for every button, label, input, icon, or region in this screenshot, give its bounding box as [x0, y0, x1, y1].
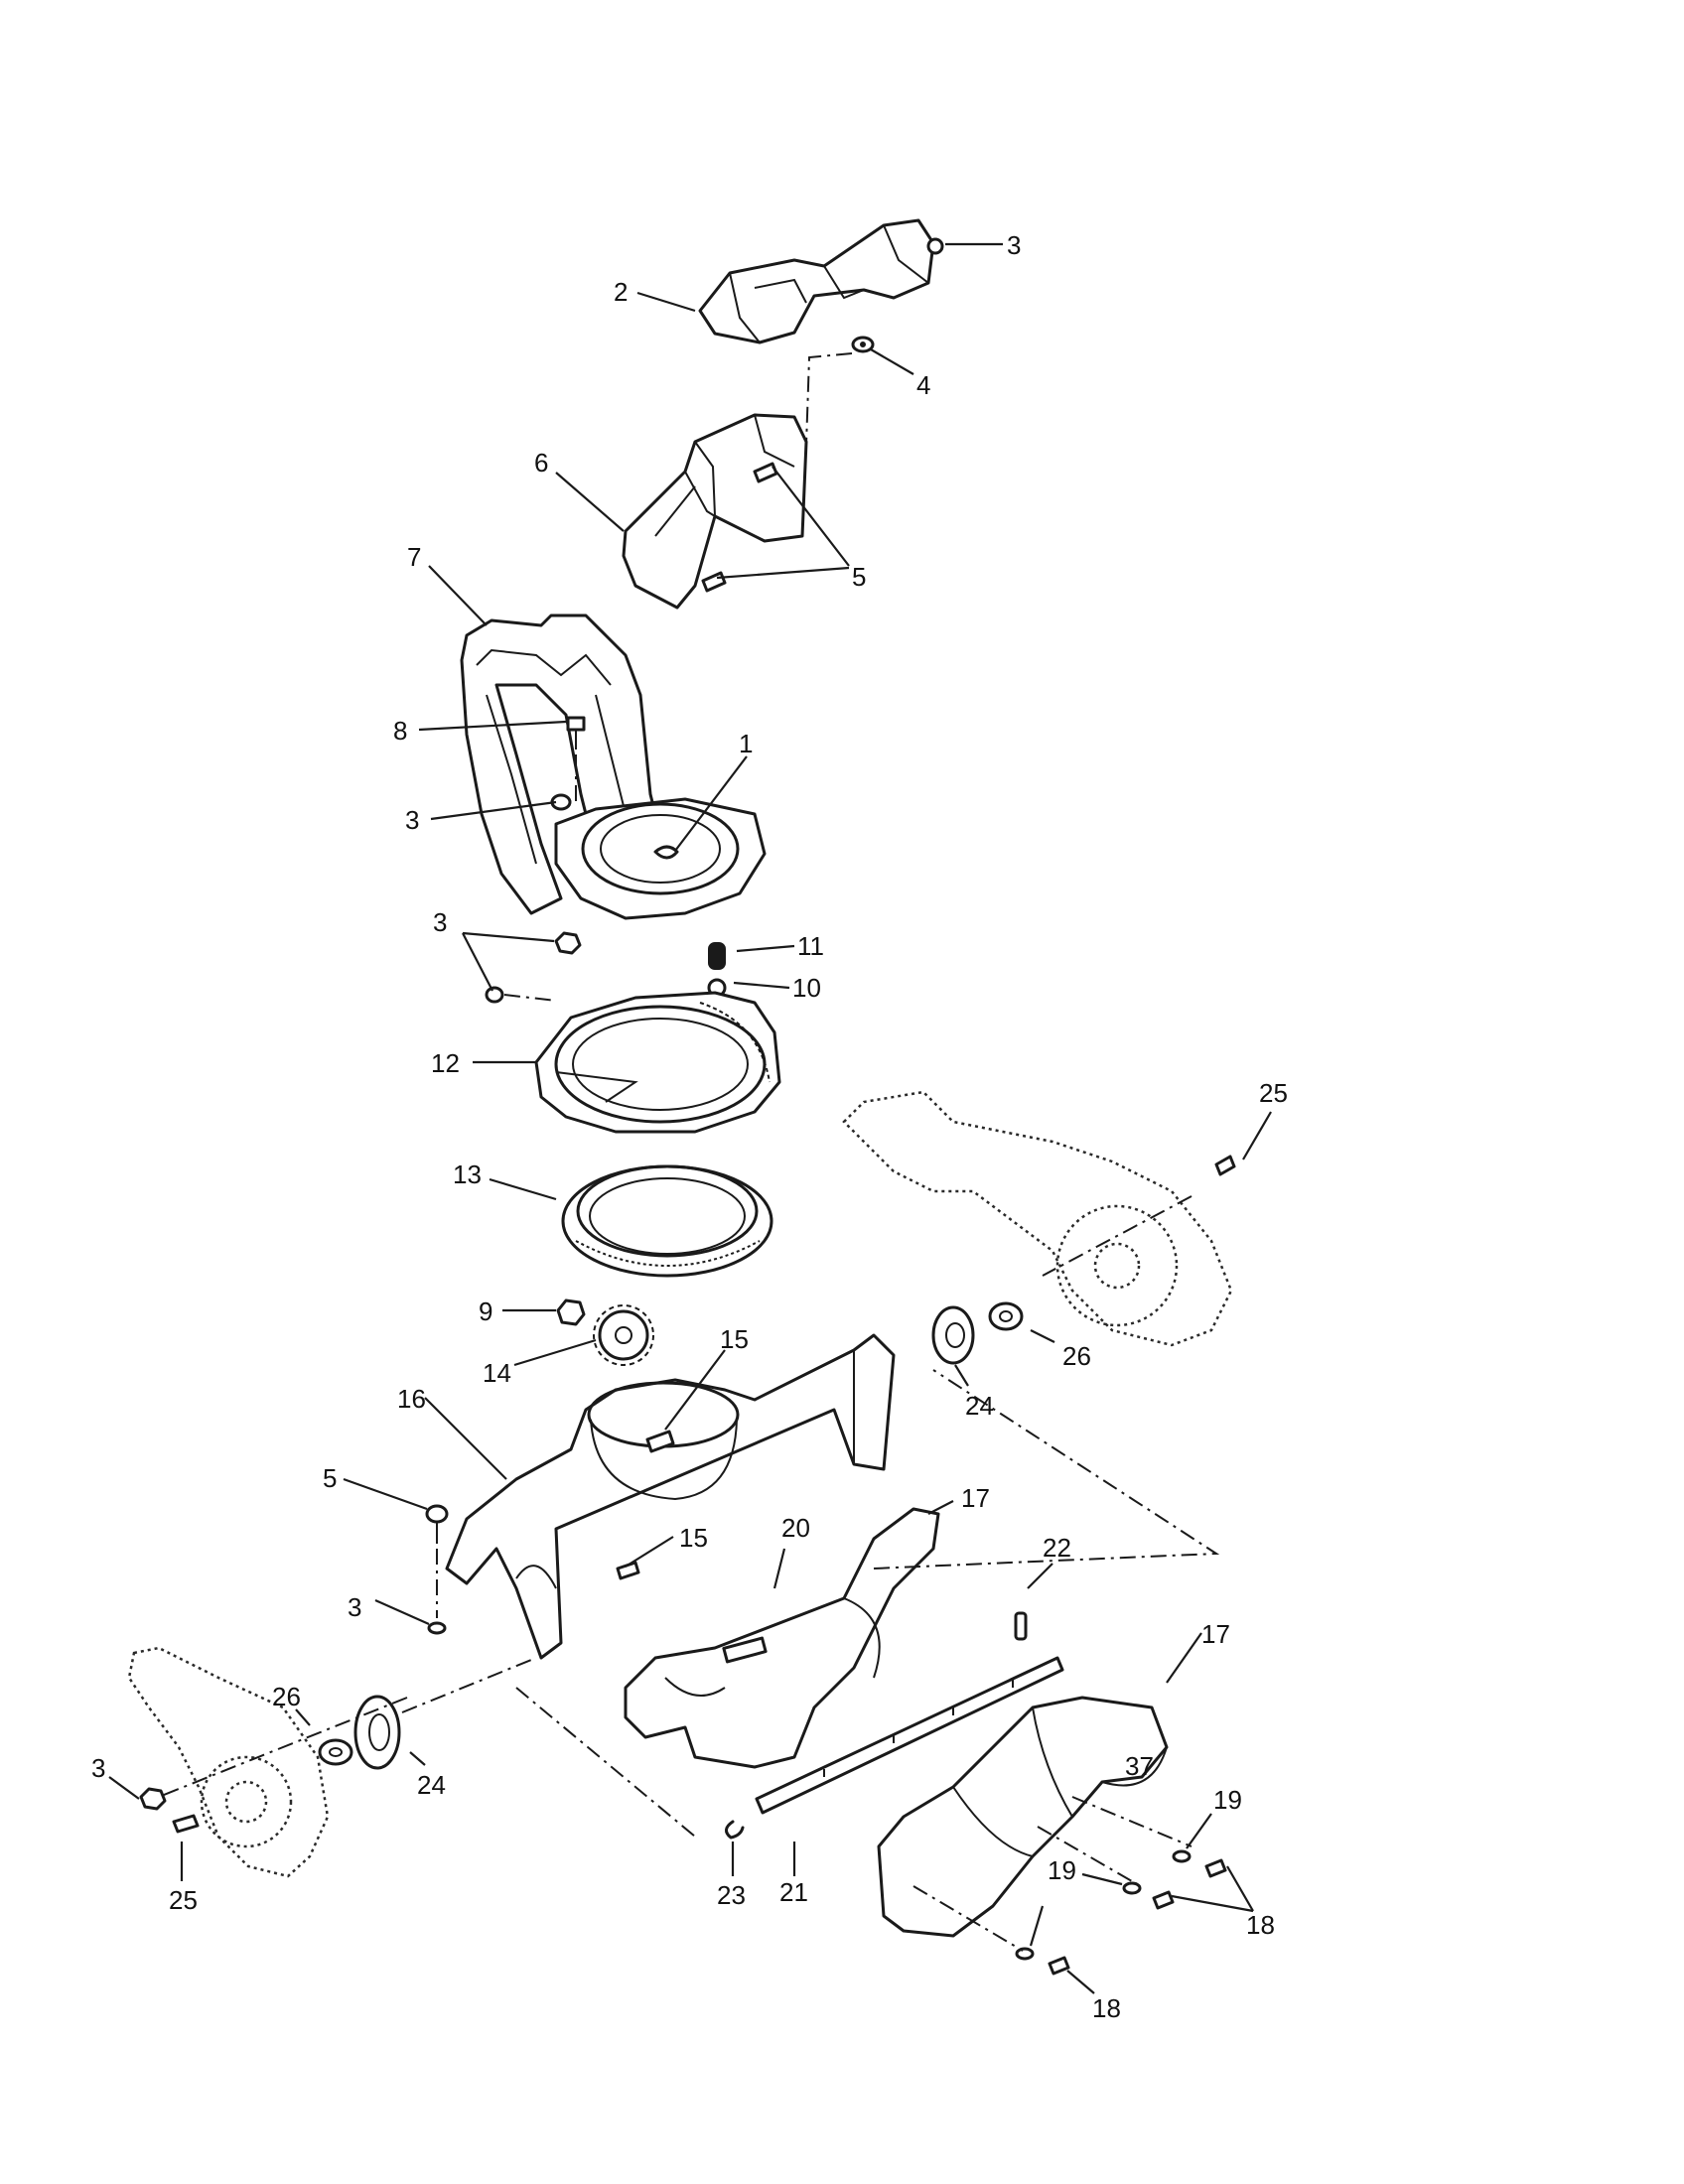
bolt-part	[1152, 1890, 1175, 1910]
callout-25: 25	[169, 1885, 198, 1915]
washer-part	[851, 336, 875, 353]
nut-part	[554, 931, 582, 955]
callout-4: 4	[916, 370, 930, 400]
bolt-part	[172, 1814, 200, 1834]
callout-17: 17	[961, 1483, 990, 1513]
auger-flight-part	[877, 1696, 1169, 1938]
callout-19: 19	[1048, 1855, 1076, 1885]
nut-part	[556, 1298, 586, 1326]
callout-5: 5	[323, 1463, 337, 1493]
bearing-part	[988, 1301, 1024, 1331]
callout-21: 21	[779, 1877, 808, 1907]
pin-part	[722, 1636, 768, 1664]
nut-part	[485, 986, 504, 1004]
spring-part	[708, 942, 726, 970]
callout-6: 6	[534, 448, 548, 478]
washer-part	[1122, 1881, 1142, 1895]
callout-18: 18	[1092, 1993, 1121, 2023]
callout-37: 37	[1125, 1751, 1154, 1781]
screw-part	[753, 462, 778, 483]
bearing-part	[318, 1738, 353, 1766]
chute-base-part	[554, 797, 767, 920]
callout-26: 26	[272, 1682, 301, 1711]
bearing-housing-part	[931, 1305, 975, 1365]
callout-8: 8	[393, 716, 407, 746]
callout-18: 18	[1246, 1910, 1275, 1940]
bolt-part	[1214, 1155, 1236, 1176]
callout-2: 2	[614, 277, 628, 307]
upper-chute-part	[622, 413, 808, 610]
washer-part	[427, 1621, 447, 1635]
callout-3: 3	[348, 1592, 361, 1622]
retaining-ring-part	[725, 1820, 745, 1840]
washer-part	[1015, 1947, 1035, 1961]
screw-part	[701, 571, 727, 593]
bolt-part	[1204, 1858, 1227, 1878]
chute-rotation-ring-part	[534, 991, 781, 1134]
washer-part	[1172, 1849, 1192, 1863]
callout-11: 11	[797, 931, 824, 961]
nut-part	[139, 1787, 167, 1811]
nut-part	[926, 237, 944, 255]
auger-shaft-part	[755, 1656, 1064, 1815]
callout-13: 13	[453, 1160, 482, 1189]
leader-lines	[108, 242, 1272, 1994]
callout-9: 9	[479, 1297, 492, 1326]
bolt-part	[425, 1504, 449, 1544]
bolt-part	[566, 716, 586, 750]
callout-16: 16	[397, 1384, 426, 1414]
assembly-centerlines	[158, 352, 1220, 1952]
chute-deflector-part	[698, 218, 935, 344]
callout-17: 17	[1201, 1619, 1230, 1649]
callout-5: 5	[852, 562, 866, 592]
callout-19: 19	[1213, 1785, 1242, 1815]
bolt-part	[1048, 1956, 1070, 1976]
callout-22: 22	[1043, 1533, 1071, 1563]
callout-labels: 2 3 4 6 5 7 8 3 1 3 11 10 12 13 9 14 15 …	[91, 230, 1288, 2023]
shear-pin-part	[1014, 1611, 1028, 1641]
callout-3: 3	[405, 805, 419, 835]
callout-20: 20	[781, 1513, 810, 1543]
auger-housing-part	[445, 1333, 896, 1660]
callout-14: 14	[483, 1358, 511, 1388]
callout-3: 3	[91, 1753, 105, 1783]
callout-7: 7	[407, 542, 421, 572]
side-plate-left-part	[127, 1646, 330, 1878]
callout-26: 26	[1062, 1341, 1091, 1371]
callout-12: 12	[431, 1048, 460, 1078]
callout-24: 24	[965, 1391, 994, 1421]
callout-3: 3	[433, 907, 447, 937]
callout-10: 10	[792, 973, 821, 1003]
auger-flight-part	[624, 1507, 940, 1769]
callout-15: 15	[679, 1523, 708, 1553]
callout-23: 23	[717, 1880, 746, 1910]
callout-15: 15	[720, 1324, 749, 1354]
callout-3: 3	[1007, 230, 1021, 260]
screw-part	[645, 1430, 675, 1453]
bearing-housing-part	[353, 1695, 401, 1770]
side-plate-right-part	[842, 1090, 1233, 1347]
flange-ring-part	[561, 1164, 773, 1278]
callout-1: 1	[739, 729, 753, 758]
callout-25: 25	[1259, 1078, 1288, 1108]
gear-part	[593, 1304, 654, 1366]
callout-24: 24	[417, 1770, 446, 1800]
